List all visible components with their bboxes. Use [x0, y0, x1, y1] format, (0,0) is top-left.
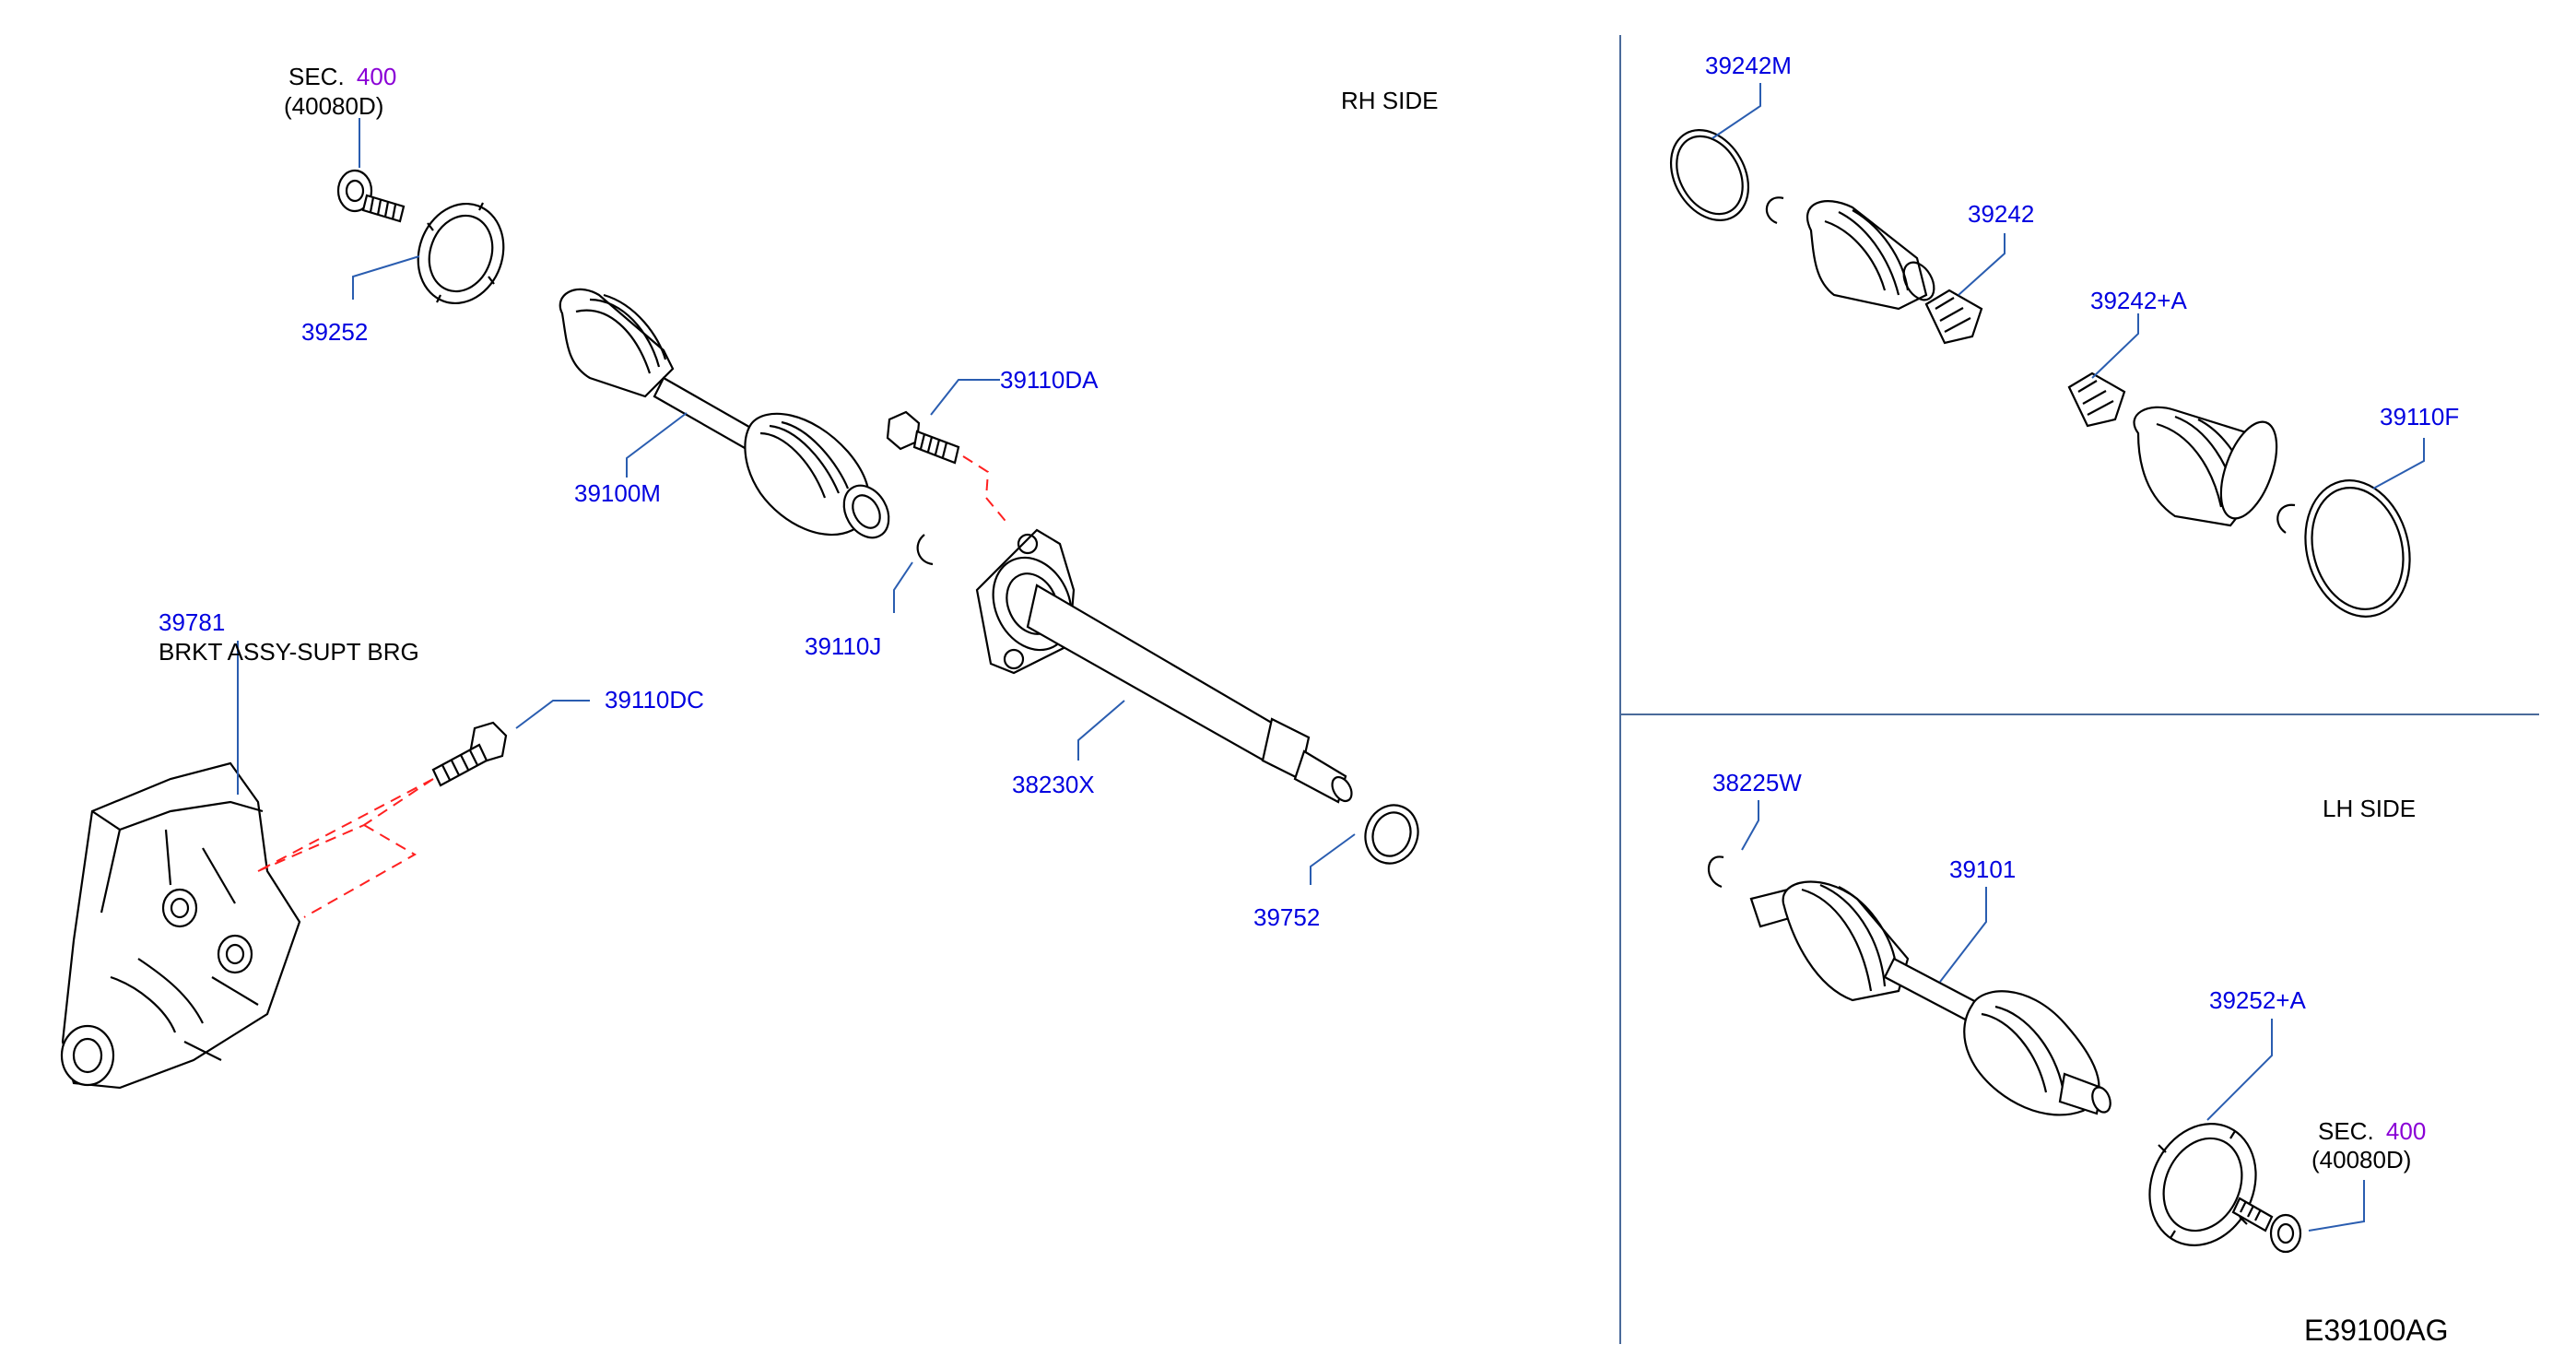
boot-band-39110F	[2304, 479, 2411, 618]
leader-lines	[237, 83, 2425, 1232]
part-label-38225W[interactable]: 38225W	[1712, 769, 1802, 796]
part-label-39752[interactable]: 39752	[1253, 903, 1321, 931]
sec-label: SEC.	[288, 63, 345, 90]
bracket-39781	[60, 761, 301, 1090]
boot-band-39242	[1924, 289, 1983, 345]
boot-band-39242A	[2067, 371, 2126, 428]
o-ring-39752	[1364, 804, 1419, 865]
rh-side-title: RH SIDE	[1341, 87, 1439, 114]
driveshaft-39101	[1749, 880, 2111, 1116]
part-label-39252[interactable]: 39252	[301, 318, 369, 346]
part-desc-39781: BRKT ASSY-SUPT BRG	[159, 638, 419, 666]
part-label-39110DA[interactable]: 39110DA	[1000, 366, 1099, 394]
sec-number-link[interactable]: 400	[2385, 1117, 2427, 1145]
snap-ring-top	[1765, 196, 1784, 225]
sec-reference-bottom[interactable]: SEC. 400	[2318, 1117, 2426, 1145]
guide-line-39110DA	[962, 455, 1010, 526]
intermediate-shaft-38230X	[975, 528, 1353, 804]
sec-number-link[interactable]: 400	[356, 63, 397, 90]
snap-ring-38225W	[1707, 855, 1724, 889]
snap-ring-39110J	[916, 534, 934, 566]
part-label-39242A[interactable]: 39242+A	[2090, 287, 2187, 314]
bolt-39110DA	[886, 410, 960, 465]
snap-ring-inner	[2276, 503, 2296, 534]
seal-plate-39252	[417, 202, 505, 305]
driveshaft-39100M	[559, 288, 890, 539]
boot-band-39242M	[1669, 129, 1750, 221]
seal-plate-39252A	[2148, 1123, 2257, 1246]
guide-line-39110DC	[257, 778, 434, 918]
boot-inner	[2133, 406, 2278, 527]
part-label-39110J[interactable]: 39110J	[805, 632, 882, 660]
lh-side-title: LH SIDE	[2323, 795, 2417, 822]
boot-outer	[1806, 200, 1935, 311]
sec-reference-top[interactable]: SEC. 400	[288, 63, 396, 90]
bolt-39110DC	[431, 721, 508, 787]
part-label-39101[interactable]: 39101	[1949, 855, 2017, 883]
sec-sub-code-top: (40080D)	[284, 92, 384, 120]
sec-sub-code-bottom: (40080D)	[2311, 1146, 2412, 1173]
part-label-39242M[interactable]: 39242M	[1705, 52, 1792, 79]
part-label-39110DC[interactable]: 39110DC	[605, 686, 704, 713]
part-label-39242[interactable]: 39242	[1968, 200, 2035, 228]
part-label-39252A[interactable]: 39252+A	[2209, 986, 2306, 1014]
hub-bolt-rh	[336, 169, 406, 223]
sec-label: SEC.	[2318, 1117, 2374, 1145]
part-label-39100M[interactable]: 39100M	[574, 479, 661, 507]
part-label-39110F[interactable]: 39110F	[2380, 403, 2460, 430]
part-label-38230X[interactable]: 38230X	[1012, 771, 1095, 798]
part-label-39781[interactable]: 39781	[159, 608, 226, 636]
diagram-code: E39100AG	[2304, 1314, 2449, 1347]
hub-bolt-lh	[2231, 1197, 2302, 1254]
